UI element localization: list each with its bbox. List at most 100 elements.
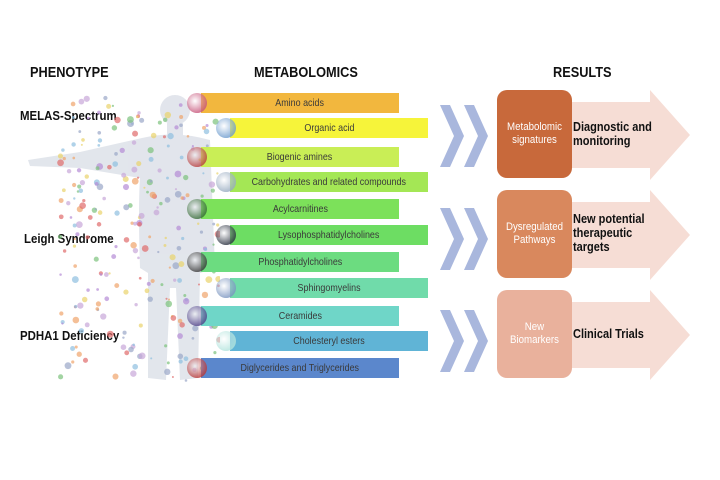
molecule-speck xyxy=(157,120,162,125)
molecule-speck xyxy=(138,276,142,280)
molecule-speck xyxy=(208,181,216,188)
molecule-speck xyxy=(97,110,101,115)
molecule-icon xyxy=(187,199,207,219)
molecule-speck xyxy=(132,343,135,346)
metabolite-bar: Acylcarnitines xyxy=(201,199,399,219)
molecule-speck xyxy=(121,172,127,178)
molecule-speck xyxy=(205,144,209,148)
molecule-speck xyxy=(183,298,190,305)
molecule-speck xyxy=(86,116,90,120)
molecule-speck xyxy=(103,95,108,101)
molecule-icon xyxy=(216,118,236,138)
molecule-speck xyxy=(71,276,79,283)
molecule-speck xyxy=(58,214,64,220)
molecule-speck xyxy=(159,201,163,206)
human-body-illustration xyxy=(28,95,220,382)
molecule-speck xyxy=(203,128,210,135)
molecule-speck xyxy=(191,144,194,148)
molecule-speck xyxy=(149,179,153,183)
metabolite-bar: Amino acids xyxy=(201,93,399,113)
molecule-speck xyxy=(57,153,64,159)
phenotype-header: PHENOTYPE xyxy=(30,64,109,81)
molecule-speck xyxy=(93,256,99,262)
molecule-speck xyxy=(213,351,217,355)
molecule-speck xyxy=(202,172,205,175)
molecule-icon xyxy=(216,278,236,298)
molecule-speck xyxy=(130,370,137,377)
molecule-speck xyxy=(205,124,209,128)
molecule-speck xyxy=(168,266,171,269)
molecule-speck xyxy=(77,184,82,189)
molecule-speck xyxy=(165,300,173,308)
molecule-speck xyxy=(85,235,90,240)
result-outcome: New potential therapeutic targets xyxy=(573,212,645,254)
chevron-double-icon xyxy=(440,208,488,270)
molecule-speck xyxy=(97,138,103,143)
molecule-icon xyxy=(187,147,207,167)
chevron-double-icon xyxy=(440,105,488,167)
molecule-speck xyxy=(82,357,89,363)
molecule-speck xyxy=(173,278,177,282)
molecule-speck xyxy=(177,318,183,324)
molecule-speck xyxy=(120,344,127,351)
molecule-speck xyxy=(160,283,164,287)
molecule-speck xyxy=(146,281,151,286)
molecule-speck xyxy=(79,180,86,186)
molecule-speck xyxy=(73,237,76,241)
molecule-speck xyxy=(177,353,184,360)
molecule-speck xyxy=(122,336,125,339)
molecule-speck xyxy=(72,223,77,228)
molecule-speck xyxy=(192,325,199,332)
molecule-speck xyxy=(179,123,183,128)
molecule-speck xyxy=(99,273,103,276)
molecule-speck xyxy=(177,278,182,283)
molecule-speck xyxy=(149,191,156,199)
molecule-speck xyxy=(83,95,90,102)
molecule-speck xyxy=(111,254,117,260)
metabolite-bar: Lysophosphatidylcholines xyxy=(230,225,428,245)
molecule-speck xyxy=(122,330,127,335)
molecule-speck xyxy=(73,304,78,309)
molecule-icon xyxy=(216,331,236,351)
result-box-label: Dysregulated Pathways xyxy=(505,221,564,246)
molecule-speck xyxy=(150,357,153,360)
result-box: Dysregulated Pathways xyxy=(497,190,572,278)
molecule-speck xyxy=(197,283,201,286)
metabolomics-header: METABOLOMICS xyxy=(254,64,358,81)
molecule-speck xyxy=(114,245,118,249)
molecule-speck xyxy=(148,235,152,239)
molecule-speck xyxy=(174,188,178,191)
molecule-speck xyxy=(177,333,183,339)
molecule-speck xyxy=(202,125,207,130)
molecule-icon xyxy=(216,172,236,192)
result-outcome: Clinical Trials xyxy=(573,327,644,341)
molecule-speck xyxy=(71,142,76,147)
molecule-speck xyxy=(66,168,72,174)
molecule-speck xyxy=(95,301,101,307)
molecule-speck xyxy=(84,174,90,179)
molecule-speck xyxy=(180,196,184,200)
molecule-speck xyxy=(162,135,167,139)
molecule-speck xyxy=(176,245,182,251)
molecule-speck xyxy=(165,297,168,300)
molecule-speck xyxy=(57,234,63,239)
molecule-speck xyxy=(75,232,80,237)
molecule-speck xyxy=(112,373,119,380)
molecule-speck xyxy=(178,359,183,364)
molecule-speck xyxy=(76,351,82,357)
molecule-speck xyxy=(176,225,182,231)
molecule-speck xyxy=(94,208,97,211)
molecule-icon xyxy=(187,93,207,113)
molecule-speck xyxy=(77,302,84,309)
molecule-speck xyxy=(95,307,100,311)
molecule-speck xyxy=(146,190,149,194)
molecule-speck xyxy=(74,345,78,349)
molecule-speck xyxy=(70,101,76,107)
molecule-speck xyxy=(73,264,77,268)
molecule-speck xyxy=(131,177,139,185)
result-box: New Biomarkers xyxy=(497,290,572,378)
molecule-speck xyxy=(166,144,170,148)
molecule-speck xyxy=(143,186,146,189)
molecule-speck xyxy=(59,311,64,316)
metabolite-bar: Carbohydrates and related compounds xyxy=(230,172,428,192)
